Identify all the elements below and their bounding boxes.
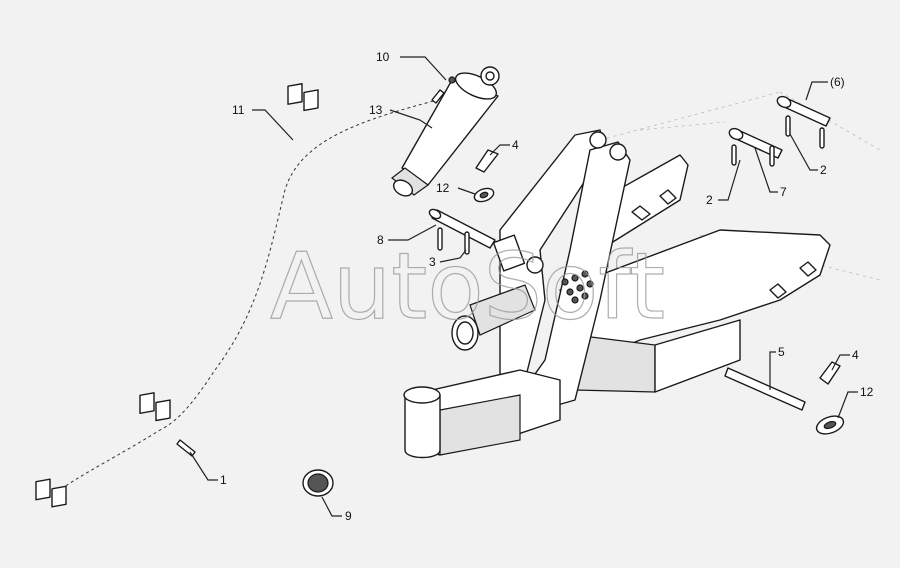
callout-2-left: 2 (706, 193, 713, 207)
callout-8: 8 (377, 233, 384, 247)
callout-2-right: 2 (820, 163, 827, 177)
watermark: AutoSoft (270, 233, 665, 340)
hose-route (59, 97, 446, 491)
callout-4-top: 4 (512, 138, 519, 152)
leader-lines (189, 56, 858, 517)
callout-12-top: 12 (436, 181, 450, 195)
callout-1: 1 (220, 473, 227, 487)
callout-5: 5 (778, 345, 785, 359)
small-parts (35, 83, 845, 508)
hole-pattern (561, 270, 594, 304)
callout-7: 7 (780, 185, 787, 199)
grease-nipple (448, 76, 456, 84)
callout-6: (6) (830, 75, 845, 89)
callout-12-right: 12 (860, 385, 874, 399)
callout-labels: 10 11 13 4 12 8 3 (6) 2 2 7 5 4 12 1 9 (220, 50, 874, 523)
hydraulic-cylinder (391, 66, 500, 197)
main-bracket-frame (403, 129, 831, 459)
callout-11: 11 (232, 103, 245, 117)
pivot-hole-upper (589, 131, 607, 149)
callout-3: 3 (429, 255, 436, 269)
callout-4-right: 4 (852, 348, 859, 362)
callout-9: 9 (345, 509, 352, 523)
callout-13: 13 (369, 103, 383, 117)
callout-10: 10 (376, 50, 390, 64)
